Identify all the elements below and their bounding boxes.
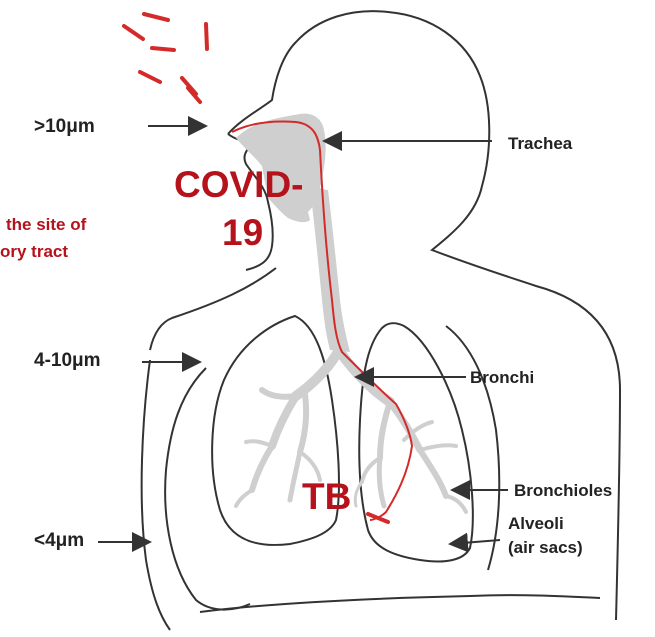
size-label-4to10: 4-10μm xyxy=(34,350,101,372)
label-bronchi: Bronchi xyxy=(470,368,534,388)
size-label-gt10: >10μm xyxy=(34,116,95,138)
cut-text-line1: the site of xyxy=(6,213,86,237)
arrow-alveoli-icon xyxy=(450,540,500,544)
trachea-airway xyxy=(310,188,350,352)
label-alveoli: Alveoli xyxy=(508,514,564,534)
tb-label: TB xyxy=(302,476,351,518)
label-air-sacs: (air sacs) xyxy=(508,538,583,558)
cut-text-line2: ory tract xyxy=(0,240,68,264)
covid-label-line1: COVID- xyxy=(174,165,304,205)
droplet-particles-icon xyxy=(124,14,207,102)
covid-label-line2: 19 xyxy=(222,213,263,253)
label-trachea: Trachea xyxy=(508,134,572,154)
size-label-lt4: <4μm xyxy=(34,530,84,552)
torso-outline xyxy=(165,368,250,610)
abdomen-line xyxy=(200,595,600,612)
label-bronchioles: Bronchioles xyxy=(514,481,612,501)
